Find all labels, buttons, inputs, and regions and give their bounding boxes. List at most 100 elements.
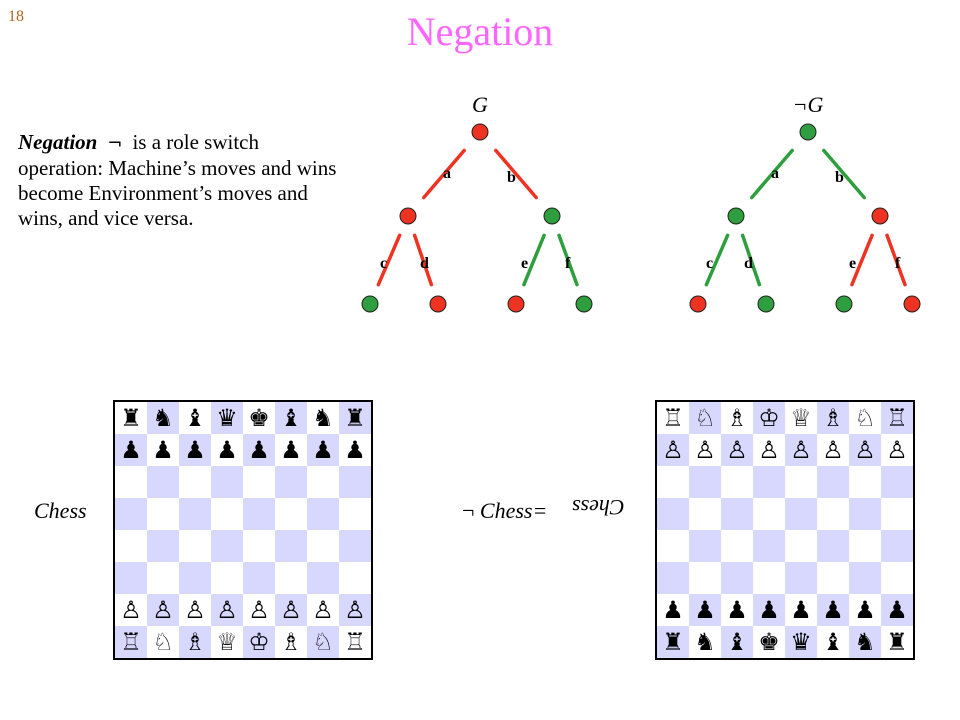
leaf-node bbox=[835, 295, 853, 313]
branch-label-a: a bbox=[443, 165, 451, 182]
chess-piece-square: ♟ bbox=[657, 594, 689, 626]
chess-piece-square: ♟ bbox=[721, 594, 753, 626]
chess-piece-square: ♝ bbox=[817, 626, 849, 658]
chess-piece-square: ♟ bbox=[307, 434, 339, 466]
chess-square bbox=[849, 530, 881, 562]
chess-piece-square: ♚ bbox=[753, 626, 785, 658]
edge-to-leaf-1 bbox=[412, 233, 434, 287]
chess-piece-square: ♖ bbox=[115, 626, 147, 658]
chess-square bbox=[147, 498, 179, 530]
negated-chess-text: Chess= bbox=[479, 498, 548, 523]
chess-piece-square: ♛ bbox=[785, 626, 817, 658]
chess-piece-square: ♙ bbox=[849, 434, 881, 466]
chess-piece-square: ♗ bbox=[721, 402, 753, 434]
chess-square bbox=[721, 562, 753, 594]
edge-root-left bbox=[750, 148, 794, 200]
chess-piece-square: ♔ bbox=[753, 402, 785, 434]
tree-label: G bbox=[472, 92, 488, 117]
chess-square bbox=[211, 530, 243, 562]
chess-square bbox=[339, 530, 371, 562]
chess-piece-square: ♖ bbox=[881, 402, 913, 434]
chess-square bbox=[817, 530, 849, 562]
leaf-node bbox=[689, 295, 707, 313]
chess-piece-square: ♙ bbox=[689, 434, 721, 466]
chess-piece-square: ♙ bbox=[275, 594, 307, 626]
chess-square bbox=[881, 498, 913, 530]
chess-piece-square: ♝ bbox=[721, 626, 753, 658]
chess-label: Chess bbox=[34, 498, 87, 523]
slide-number: 18 bbox=[8, 8, 24, 25]
chess-piece-square: ♘ bbox=[849, 402, 881, 434]
edge-root-right bbox=[494, 148, 538, 200]
leaf-node bbox=[507, 295, 525, 313]
chess-square bbox=[339, 562, 371, 594]
chess-square bbox=[849, 562, 881, 594]
chess-square bbox=[307, 562, 339, 594]
chess-piece-square: ♗ bbox=[179, 626, 211, 658]
chess-square bbox=[785, 530, 817, 562]
chess-square bbox=[147, 466, 179, 498]
chess-square bbox=[817, 498, 849, 530]
chess-square bbox=[753, 562, 785, 594]
chess-piece-square: ♙ bbox=[179, 594, 211, 626]
chess-piece-square: ♟ bbox=[785, 594, 817, 626]
chess-square bbox=[179, 466, 211, 498]
chess-piece-square: ♙ bbox=[243, 594, 275, 626]
chess-square bbox=[817, 466, 849, 498]
chess-piece-square: ♟ bbox=[211, 434, 243, 466]
flipped-chess-label: Chess bbox=[572, 495, 625, 520]
edge-to-leaf-0 bbox=[704, 233, 730, 287]
leaf-label-f: f bbox=[895, 255, 901, 272]
negation-description: Negation¬is a role switch operation: Mac… bbox=[18, 130, 338, 231]
chess-square bbox=[721, 466, 753, 498]
leaf-node bbox=[757, 295, 775, 313]
chess-square bbox=[657, 498, 689, 530]
chess-piece-square: ♕ bbox=[785, 402, 817, 434]
chess-piece-square: ♟ bbox=[179, 434, 211, 466]
chess-square bbox=[689, 466, 721, 498]
chess-square bbox=[753, 466, 785, 498]
chess-square bbox=[307, 498, 339, 530]
chess-piece-square: ♖ bbox=[339, 626, 371, 658]
chess-square bbox=[753, 498, 785, 530]
chess-piece-square: ♞ bbox=[147, 402, 179, 434]
chess-square bbox=[275, 562, 307, 594]
chess-piece-square: ♟ bbox=[339, 434, 371, 466]
chess-square bbox=[243, 562, 275, 594]
chess-square bbox=[243, 466, 275, 498]
chess-piece-square: ♞ bbox=[689, 626, 721, 658]
chess-piece-square: ♙ bbox=[817, 434, 849, 466]
chess-square bbox=[689, 562, 721, 594]
chess-square bbox=[115, 530, 147, 562]
chess-piece-square: ♗ bbox=[275, 626, 307, 658]
branch-label-b: b bbox=[507, 169, 516, 186]
chess-piece-square: ♞ bbox=[307, 402, 339, 434]
chess-square bbox=[689, 530, 721, 562]
edge-to-leaf-2 bbox=[850, 233, 874, 287]
root-node bbox=[799, 123, 817, 141]
chess-piece-square: ♞ bbox=[849, 626, 881, 658]
chess-square bbox=[849, 466, 881, 498]
edge-to-leaf-3 bbox=[885, 233, 907, 287]
chess-square bbox=[211, 466, 243, 498]
chess-square bbox=[689, 498, 721, 530]
leaf-label-d: d bbox=[744, 255, 753, 272]
chess-piece-square: ♝ bbox=[179, 402, 211, 434]
chess-board: ♜♞♝♛♚♝♞♜♟♟♟♟♟♟♟♟♙♙♙♙♙♙♙♙♖♘♗♕♔♗♘♖ bbox=[113, 400, 373, 660]
level1-node bbox=[399, 207, 417, 225]
edge-to-leaf-3 bbox=[557, 233, 579, 287]
chess-square bbox=[753, 530, 785, 562]
leaf-label-f: f bbox=[565, 255, 571, 272]
leaf-node bbox=[429, 295, 447, 313]
root-node bbox=[471, 123, 489, 141]
chess-piece-square: ♔ bbox=[243, 626, 275, 658]
chess-piece-square: ♟ bbox=[849, 594, 881, 626]
chess-square bbox=[275, 530, 307, 562]
chess-piece-square: ♚ bbox=[243, 402, 275, 434]
leaf-label-d: d bbox=[420, 255, 429, 272]
chess-square bbox=[307, 466, 339, 498]
chess-piece-square: ♜ bbox=[881, 626, 913, 658]
chess-piece-square: ♟ bbox=[147, 434, 179, 466]
chess-square bbox=[721, 530, 753, 562]
leaf-label-c: c bbox=[380, 255, 387, 272]
